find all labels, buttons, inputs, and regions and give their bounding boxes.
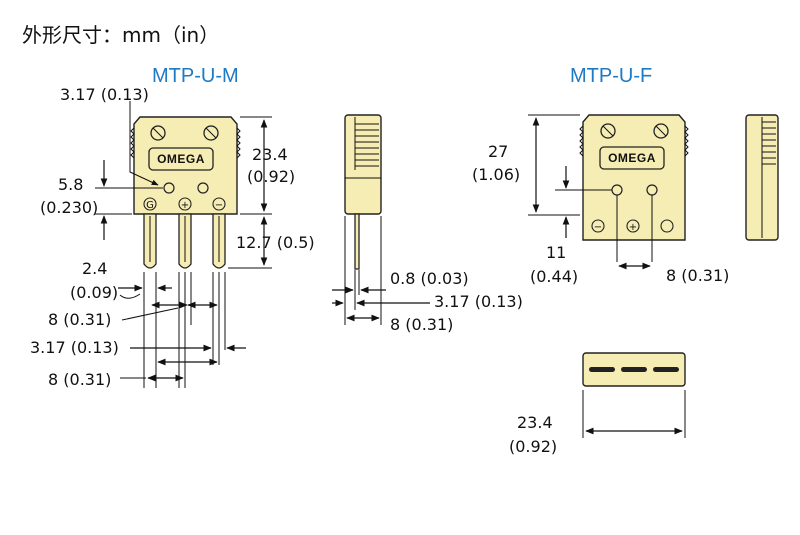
- top-dimension-lines: [582, 390, 686, 438]
- model-label-female: MTP-U-F: [570, 65, 652, 87]
- female-dim-hole-spacing: 8 (0.31): [666, 266, 729, 285]
- minus-terminal-icon: [591, 219, 605, 233]
- omega-logo-box-female: [599, 146, 665, 170]
- ground-terminal-icon: [660, 219, 674, 233]
- side-dim-offset: 3.17 (0.13): [434, 292, 523, 311]
- male-dim-pin-spacing-1: 8 (0.31): [48, 310, 111, 329]
- female-connector-top: [582, 352, 686, 387]
- male-dim-pin-height-in: (0.230): [40, 198, 98, 217]
- plus-terminal-icon: [626, 219, 640, 233]
- female-dim-hole-depth-mm: 11: [546, 243, 566, 262]
- model-label-male: MTP-U-M: [152, 65, 239, 87]
- male-dim-pin-spacing-2: 8 (0.31): [48, 370, 111, 389]
- brand-logo: OMEGA: [157, 152, 205, 166]
- screw-icon: [600, 123, 616, 139]
- male-dimension-lines: [95, 101, 272, 388]
- ground-mark: G: [146, 200, 154, 211]
- omega-logo-box: [148, 147, 214, 171]
- female-connector-front: OMEGA − +: [579, 114, 689, 262]
- page-title: 外形尺寸：mm（in）: [22, 23, 219, 47]
- male-dim-pin-width-mm: 2.4: [82, 259, 107, 278]
- side-dim-blade-thickness: 0.8 (0.03): [390, 269, 469, 288]
- male-dim-pin-length: 12.7 (0.5): [236, 233, 315, 252]
- female-connector-side: [745, 114, 779, 241]
- ground-terminal-icon: [143, 197, 157, 211]
- brand-logo-female: OMEGA: [608, 151, 656, 165]
- male-dim-pin-height-mm: 5.8: [58, 175, 83, 194]
- minus-terminal-icon: [212, 197, 226, 211]
- male-dim-pin-width-in: (0.09): [70, 283, 118, 302]
- female-dim-width-mm: 23.4: [517, 413, 553, 432]
- female-dim-hole-depth-in: (0.44): [530, 267, 578, 286]
- female-dim-width-in: (0.92): [509, 437, 557, 456]
- male-pins: [143, 213, 226, 269]
- female-dim-height-in: (1.06): [472, 165, 520, 184]
- plus-mark-female: +: [629, 222, 637, 233]
- male-dim-pin-offset-2: 3.17 (0.13): [30, 338, 119, 357]
- minus-mark: −: [215, 200, 223, 211]
- male-connector-front: OMEGA G + −: [130, 116, 241, 269]
- female-dim-height-mm: 27: [488, 142, 508, 161]
- side-dim-width: 8 (0.31): [390, 315, 453, 334]
- screw-icon: [203, 125, 219, 141]
- male-connector-side: [344, 114, 382, 270]
- minus-mark-female: −: [594, 222, 602, 233]
- female-dimension-lines: [528, 114, 651, 270]
- plus-terminal-icon: [178, 197, 192, 211]
- screw-icon: [653, 123, 669, 139]
- male-dim-height-in: (0.92): [247, 167, 295, 186]
- screw-icon: [150, 125, 166, 141]
- plus-mark: +: [181, 200, 189, 211]
- male-dim-pin-offset: 3.17 (0.13): [60, 85, 149, 104]
- male-dim-height-mm: 23.4: [252, 145, 288, 164]
- side-dimension-lines: [332, 216, 430, 325]
